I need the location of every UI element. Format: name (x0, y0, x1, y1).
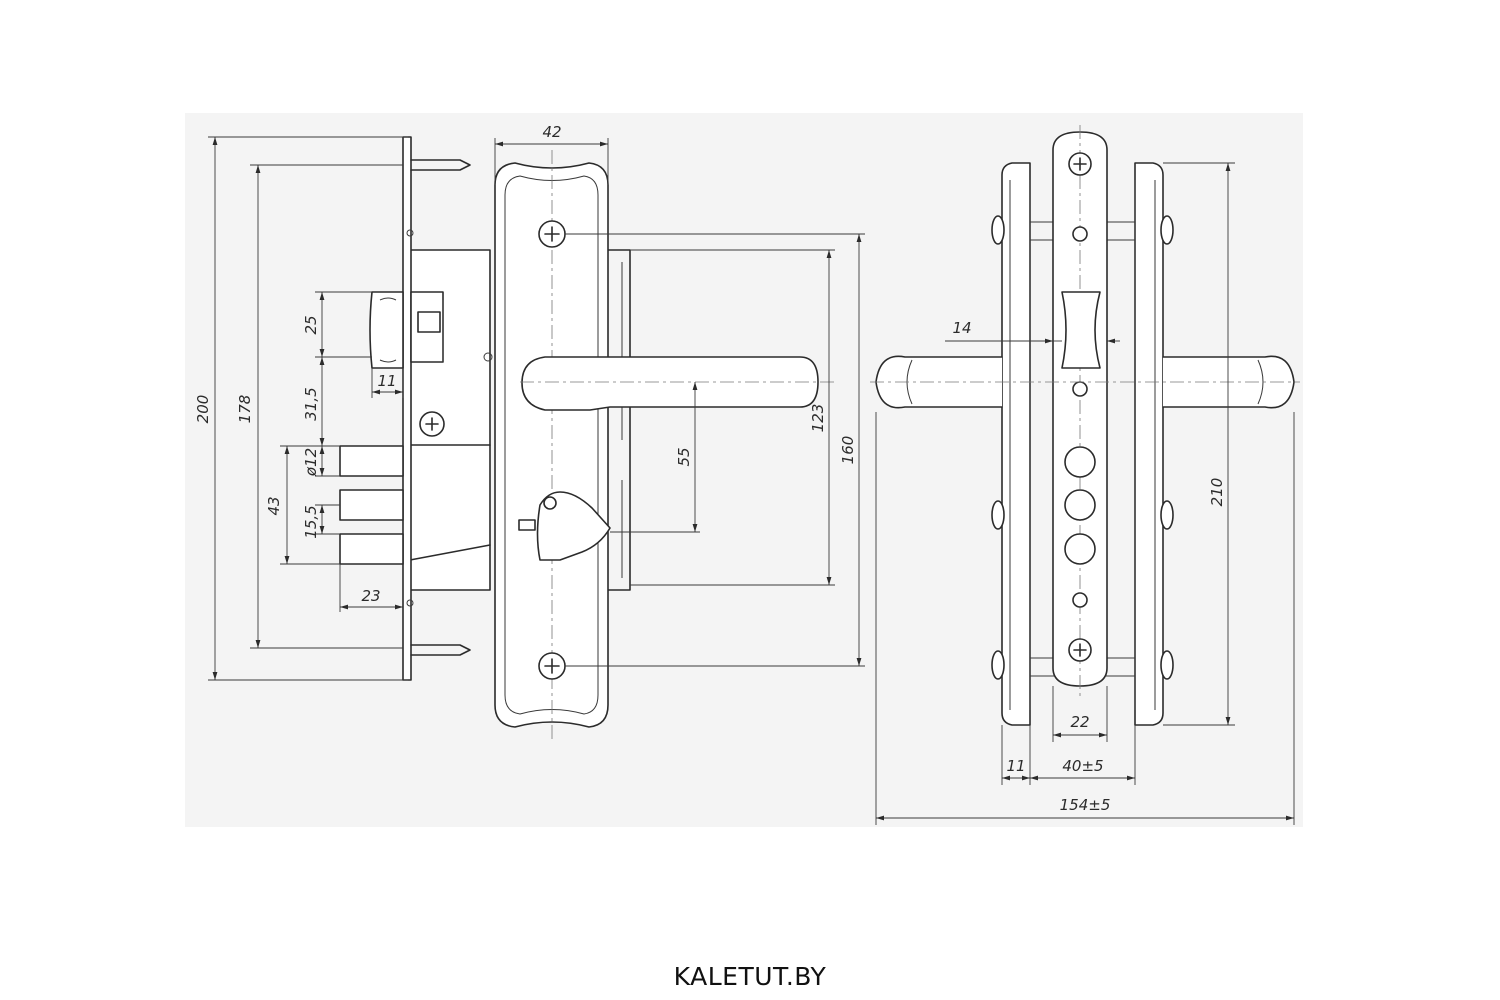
dim-overall-width: 154±5 (1060, 796, 1111, 814)
mounting-pin-top (410, 159, 471, 171)
lock-faceplate (402, 136, 412, 681)
dim-bolt-throw: 23 (361, 587, 380, 605)
side-view: 210 14 22 11 40±5 154±5 (870, 125, 1300, 825)
dim-latch-to-handle: 31,5 (302, 387, 320, 420)
dim-faceplate-height: 210 (1208, 478, 1226, 507)
bolt-hole-2 (1064, 489, 1096, 521)
dim-handle-to-key: 55 (675, 447, 693, 466)
deadbolts (339, 445, 404, 565)
dim-plate-offset: 11 (1006, 757, 1025, 775)
faceplate-screw-top-icon (1068, 152, 1092, 176)
lever-handle (521, 356, 819, 411)
site-watermark: KALETUT.BY (673, 962, 827, 991)
latch (369, 291, 444, 369)
case-screw-icon (419, 411, 445, 437)
dim-handle-axis: 123 (809, 404, 827, 433)
dim-bolt-diameter: ø12 (302, 448, 320, 477)
latch-opening (1061, 291, 1101, 369)
dim-bolt-span: 43 (265, 496, 283, 515)
mounting-pin-bottom (410, 644, 471, 656)
dim-plate-width: 42 (542, 123, 561, 141)
faceplate-screw-bottom-icon (1068, 638, 1092, 662)
plate-screw-top-icon (538, 220, 566, 248)
dim-latch-depth: 11 (377, 372, 396, 390)
front-view: 200 178 42 25 11 31,5 ø12 15,5 43 (194, 123, 865, 740)
dim-overall-height: 200 (194, 395, 212, 424)
dim-strike-height: 178 (236, 395, 254, 424)
dim-backset: 14 (952, 319, 971, 337)
bolt-hole-3 (1064, 533, 1096, 565)
dim-bolt-spacing: 15,5 (302, 505, 320, 538)
dim-cylinder-width: 22 (1070, 713, 1089, 731)
plate-screw-bottom-icon (538, 652, 566, 680)
escutcheon-plate (494, 150, 609, 740)
left-escutcheon-side (1001, 162, 1031, 726)
dim-plate-screws: 160 (839, 436, 857, 465)
thumb-turn (536, 491, 611, 561)
bolt-hole-1 (1064, 446, 1096, 478)
dim-latch-height: 25 (302, 315, 320, 334)
dim-door-thickness: 40±5 (1062, 757, 1103, 775)
right-escutcheon-side (1134, 162, 1164, 726)
